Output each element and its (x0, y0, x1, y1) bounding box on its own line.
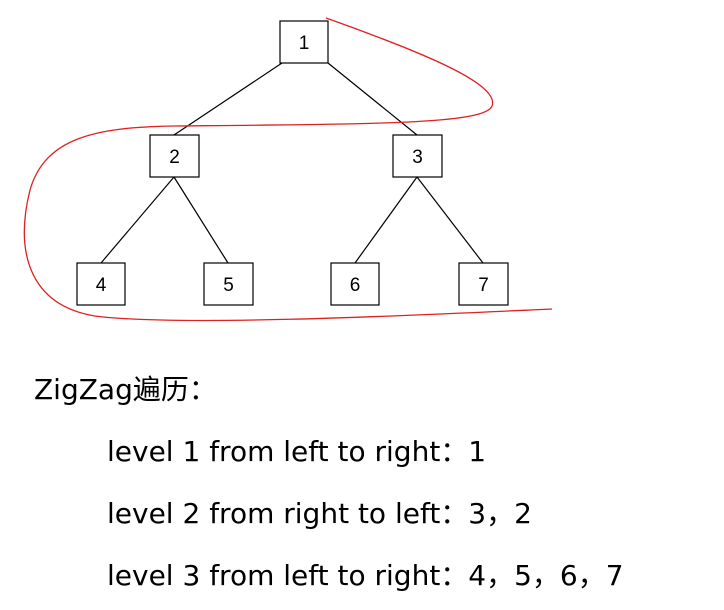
zigzag-traversal-path (23, 17, 553, 322)
node-label: 4 (96, 275, 107, 296)
tree-node-5: 5 (203, 262, 254, 306)
tree-node-7: 7 (458, 262, 509, 306)
tree-node-3: 3 (392, 134, 443, 178)
level-1-description: level 1 from left to right：1 (107, 435, 487, 468)
edge-2-5 (173, 176, 229, 264)
node-label: 3 (412, 147, 423, 168)
edge-2-4 (100, 176, 175, 264)
tree-node-1: 1 (279, 20, 329, 64)
node-label: 2 (169, 147, 180, 168)
edge-1-2 (173, 62, 283, 136)
node-label: 7 (478, 275, 489, 296)
tree-node-6: 6 (330, 262, 380, 306)
tree-node-2: 2 (149, 134, 200, 178)
node-label: 6 (350, 275, 361, 296)
node-label: 1 (299, 33, 310, 54)
edge-1-3 (327, 62, 418, 136)
edge-3-7 (416, 176, 484, 264)
level-3-description: level 3 from left to right：4，5，6，7 (107, 559, 624, 592)
zigzag-title: ZigZag遍历： (34, 373, 217, 406)
tree-node-4: 4 (76, 262, 126, 306)
binary-tree-diagram: 1 2 3 4 5 6 7 (23, 17, 553, 322)
tree-edges (100, 62, 484, 264)
node-label: 5 (223, 275, 234, 296)
level-2-description: level 2 from right to left：3，2 (107, 497, 532, 530)
edge-3-6 (354, 176, 418, 264)
